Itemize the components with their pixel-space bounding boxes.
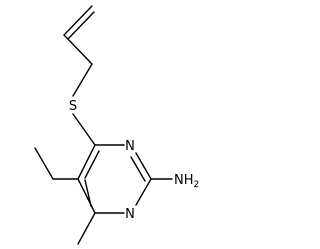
bond-c6-c5-single bbox=[77, 178, 96, 214]
bond-ch2-sulfur bbox=[72, 63, 93, 97]
bond-c2-n1 bbox=[135, 178, 152, 206]
bond-vinyl-double-a bbox=[63, 5, 93, 36]
ring-nitrogen-upper-label: N bbox=[125, 139, 135, 154]
bond-c5-c4-single bbox=[77, 144, 96, 180]
amine-label: NH2 bbox=[174, 173, 199, 190]
bond-c6-c5-double bbox=[84, 179, 92, 207]
bond-n3-c2-double bbox=[130, 156, 146, 182]
sulfur-label: S bbox=[69, 99, 77, 114]
amine-subscript: 2 bbox=[194, 180, 200, 190]
bond-vinyl-double-b bbox=[67, 11, 95, 40]
bond-c5-c4-double bbox=[84, 150, 100, 179]
bond-n3-c2-single bbox=[135, 152, 152, 180]
bond-sulfur-c4 bbox=[72, 113, 96, 146]
bond-ethyl-ch3 bbox=[34, 147, 54, 180]
ring-nitrogen-lower-label: N bbox=[125, 207, 135, 222]
amine-nh: NH bbox=[174, 173, 194, 188]
bond-c6-methyl bbox=[77, 212, 96, 245]
bond-vinyl-ch2 bbox=[63, 34, 93, 65]
chemical-structure: S N N NH2 bbox=[34, 5, 199, 245]
